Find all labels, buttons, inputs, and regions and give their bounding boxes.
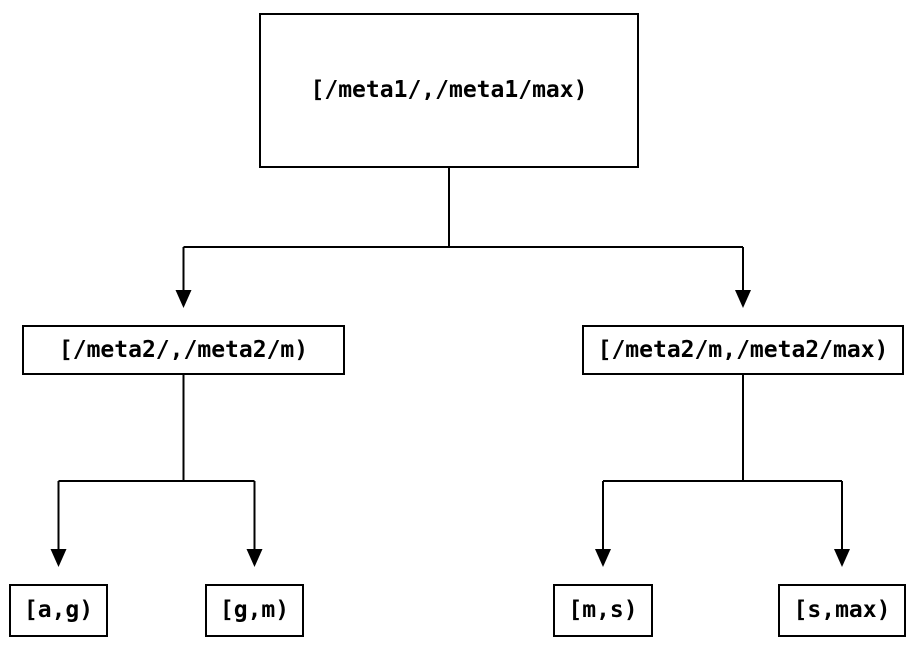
arrow-down-icon [246, 549, 263, 567]
tree-node-root: [/meta1/,/meta1/max) [259, 13, 639, 168]
arrow-down-icon [735, 290, 751, 308]
tree-node-label: [m,s) [568, 597, 638, 623]
tree-node-label: [g,m) [219, 597, 290, 623]
tree-node-right: [/meta2/m,/meta2/max) [582, 325, 904, 375]
tree-node-label: [/meta2/,/meta2/m) [58, 336, 309, 363]
arrow-down-icon [175, 290, 192, 308]
tree-node-left: [/meta2/,/meta2/m) [22, 325, 345, 375]
arrow-down-icon [595, 549, 611, 567]
edge-right-children [602, 375, 843, 550]
tree-node-leaf-gm: [g,m) [205, 584, 304, 637]
tree-node-leaf-smax: [s,max) [778, 584, 906, 637]
tree-node-label: [/meta2/m,/meta2/max) [597, 336, 889, 363]
arrow-down-icon [50, 549, 67, 567]
tree-node-label: [/meta1/,/meta1/max) [310, 77, 588, 103]
tree-node-label: [a,g) [23, 597, 94, 623]
tree-node-leaf-ms: [m,s) [553, 584, 653, 637]
tree-node-label: [s,max) [793, 597, 891, 623]
tree-node-leaf-ag: [a,g) [9, 584, 108, 637]
arrow-down-icon [834, 549, 850, 567]
edge-root-children [182, 168, 744, 291]
edge-left-children [57, 375, 256, 550]
